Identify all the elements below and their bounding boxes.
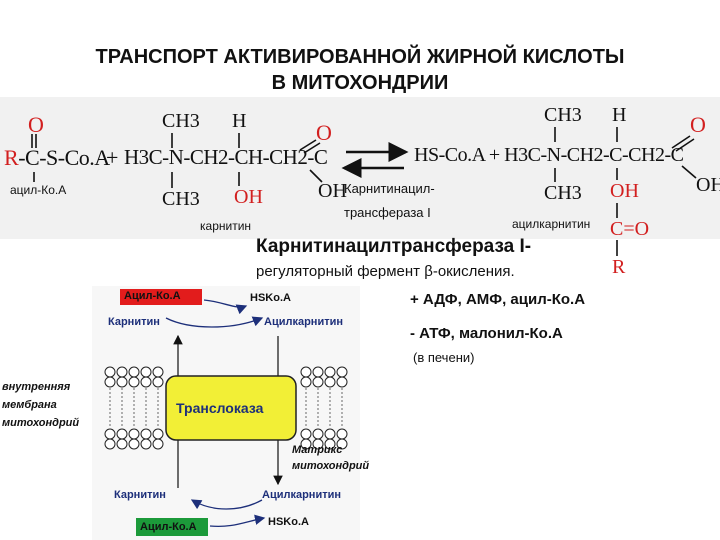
- lower-cycle-arrow-1: [190, 499, 263, 510]
- carnitine-oxygen: O: [316, 120, 332, 145]
- enzyme-arrow-label-2: трансфераза I: [344, 205, 431, 220]
- bilayer-right: [300, 366, 348, 450]
- product-ch3-top: CH3: [544, 104, 582, 126]
- chemical-bonds: [31, 127, 697, 256]
- carnitine-oh: OH: [234, 186, 263, 208]
- enzyme-description: регуляторный фермент β-окисления.: [256, 263, 515, 280]
- regulation-activators: + АДФ, АМФ, ацил-Ко.А: [410, 291, 586, 308]
- acyl-coa-top: Ацил-Ко.А: [124, 290, 181, 302]
- acyl-coa-top-box: [120, 289, 202, 305]
- membrane-label-1: внутренняя: [2, 381, 71, 393]
- enzyme-arrow-label-1: Карнитинацил-: [344, 181, 435, 196]
- lower-cycle-arrow-2: [209, 514, 266, 528]
- translocase-label: Транслоказа: [176, 400, 264, 416]
- acyl-coa-bottom: Ацил-Ко.А: [140, 521, 197, 533]
- carnitine-label: карнитин: [200, 219, 252, 233]
- matrix-label-2: митохондрий: [292, 460, 370, 472]
- upper-cycle-arrow-1: [203, 299, 248, 315]
- acylcarnitine-top: Ацилкарнитин: [264, 316, 343, 328]
- product-c-o: C=O: [610, 218, 650, 240]
- carnitine-ch3-top: CH3: [162, 110, 200, 132]
- acyl-coa-formula: R-C-S-Co.A: [4, 145, 110, 170]
- carnitine-bottom: Карнитин: [114, 489, 166, 501]
- product-oh-acid: OH: [696, 174, 720, 196]
- slide-title: ТРАНСПОРТ АКТИВИРОВАННОЙ ЖИРНОЙ КИСЛОТЫ …: [0, 44, 720, 96]
- carnitine-formula: H3C-N-CH2-CH-CH2-C: [124, 145, 328, 169]
- regulation-note: (в печени): [413, 350, 475, 365]
- product-oh: OH: [610, 180, 639, 202]
- product-r: R: [612, 256, 626, 278]
- upper-cycle-arrow-2: [165, 316, 264, 328]
- hs-coa-bottom: HSKo.A: [268, 516, 309, 528]
- acyl-coa-oxygen: O: [28, 112, 44, 137]
- acyl-coa-label: ацил-Ко.А: [10, 183, 67, 197]
- membrane-label-2: мембрана: [2, 399, 57, 411]
- carnitine-ch3-bottom: CH3: [162, 188, 200, 210]
- product-ch3-bottom: CH3: [544, 182, 582, 204]
- membrane-label-3: митохондрий: [2, 417, 80, 429]
- acylcarnitine-bottom: Ацилкарнитин: [262, 489, 341, 501]
- enzyme-name: Карнитинацилтрансфераза I-: [256, 236, 532, 257]
- translocase-box: [165, 375, 297, 441]
- acyl-coa-bottom-box: [136, 518, 208, 536]
- acylcarnitine-label: ацилкарнитин: [512, 217, 591, 231]
- regulation-inhibitors: - АТФ, малонил-Ко.А: [410, 325, 563, 342]
- product-h: H: [612, 104, 627, 126]
- bilayer-right-tails: [305, 388, 343, 428]
- bilayer-left-tails: [109, 388, 159, 428]
- product-formula: HS-Co.A + H3C-N-CH2-C-CH2-C: [414, 144, 684, 166]
- carnitine-oh-acid: OH: [318, 180, 347, 202]
- carnitine-h: H: [232, 110, 247, 132]
- plus-sign: +: [106, 145, 119, 170]
- matrix-label-1: Матрикс: [292, 444, 343, 456]
- carnitine-top: Карнитин: [108, 316, 160, 328]
- title-line-1: ТРАНСПОРТ АКТИВИРОВАННОЙ ЖИРНОЙ КИСЛОТЫ: [95, 46, 625, 68]
- title-line-2: В МИТОХОНДРИИ: [271, 72, 449, 94]
- bilayer-left: [104, 366, 164, 450]
- product-oxygen: O: [690, 112, 706, 137]
- hs-coa-top: HSKo.A: [250, 292, 291, 304]
